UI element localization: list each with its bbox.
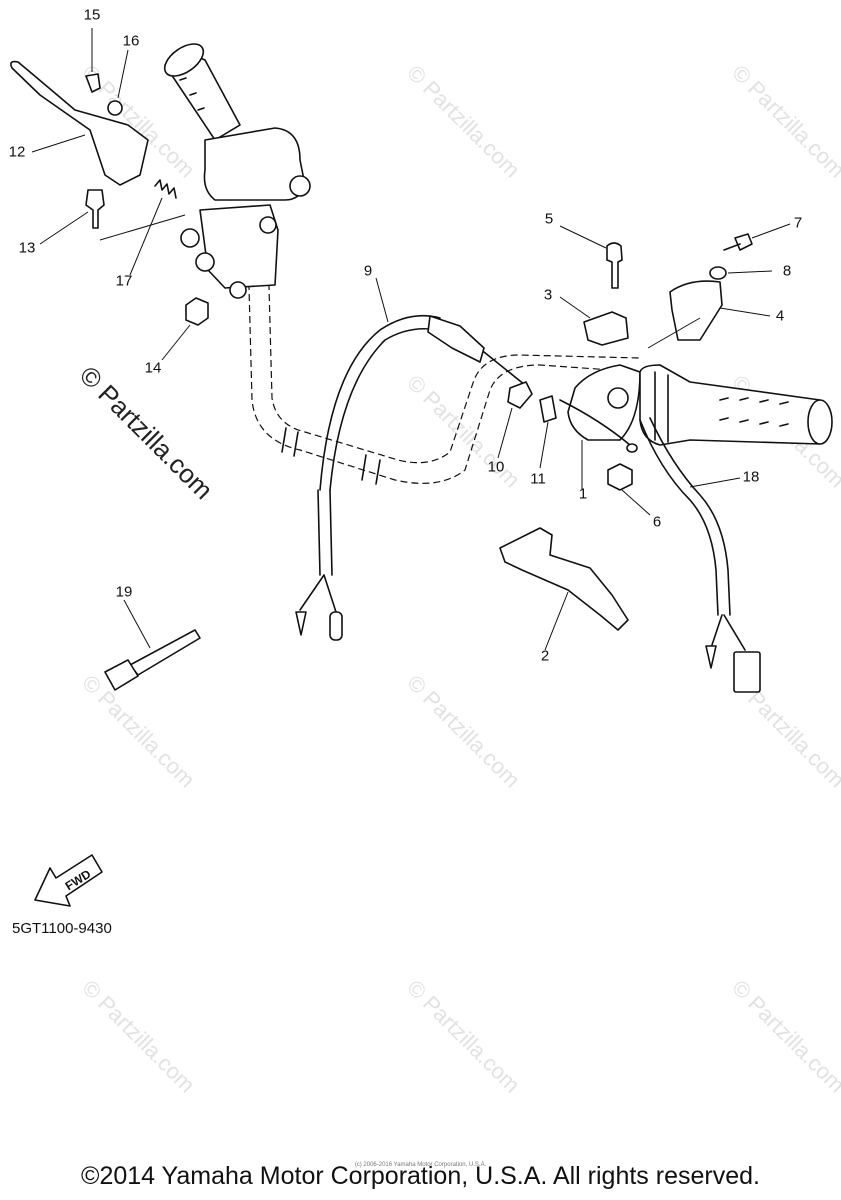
- label-2: 2: [540, 647, 550, 665]
- label-19: 19: [115, 583, 133, 601]
- diagram-code: 5GT1100-9430: [12, 920, 112, 937]
- nut-6: [607, 463, 633, 491]
- footer-small-text: (c) 2006-2016 Yamaha Motor Corporation, …: [354, 1162, 487, 1168]
- label-14: 14: [144, 359, 162, 377]
- right-grip: [639, 364, 833, 446]
- spring-17: [154, 179, 177, 199]
- label-12: 12: [8, 143, 26, 161]
- fwd-arrow: [34, 854, 103, 907]
- clamp-11: [539, 395, 557, 423]
- throttle-cable-9: [295, 314, 526, 641]
- lever-2: [499, 527, 629, 631]
- master-cylinder: [180, 127, 311, 299]
- label-15: 15: [83, 6, 101, 24]
- left-grip: [163, 43, 241, 141]
- label-3: 3: [543, 286, 553, 304]
- label-11: 11: [530, 470, 546, 488]
- copyright-notice: ©2014 Yamaha Motor Corporation, U.S.A. A…: [81, 1162, 760, 1190]
- cable-tie-19: [104, 629, 201, 691]
- label-18: 18: [742, 468, 760, 486]
- handlebar: [247, 249, 641, 484]
- label-13: 13: [18, 239, 36, 257]
- nut-14: [185, 297, 209, 326]
- label-8: 8: [782, 262, 792, 280]
- label-10: 10: [487, 458, 505, 476]
- leader-lines: [31, 28, 791, 651]
- label-7: 7: [793, 214, 803, 232]
- nut-16: [107, 100, 123, 116]
- throttle-housing-1: [559, 364, 641, 453]
- washer-8: [709, 266, 727, 280]
- clamp-10: [507, 381, 533, 409]
- bolt-5: [606, 242, 623, 289]
- label-4: 4: [775, 307, 785, 325]
- bolt-13: [85, 189, 105, 229]
- cover-4: [669, 280, 723, 341]
- label-6: 6: [652, 513, 662, 531]
- bolt-15: [85, 73, 101, 93]
- label-5: 5: [544, 210, 554, 228]
- label-9: 9: [363, 262, 373, 280]
- screw-7: [734, 233, 753, 251]
- label-16: 16: [122, 32, 140, 50]
- brake-lever-12: [10, 60, 149, 186]
- label-1: 1: [578, 485, 588, 503]
- label-17: 17: [115, 272, 133, 290]
- bracket-3: [583, 311, 629, 346]
- switch-cable-18: [639, 417, 761, 693]
